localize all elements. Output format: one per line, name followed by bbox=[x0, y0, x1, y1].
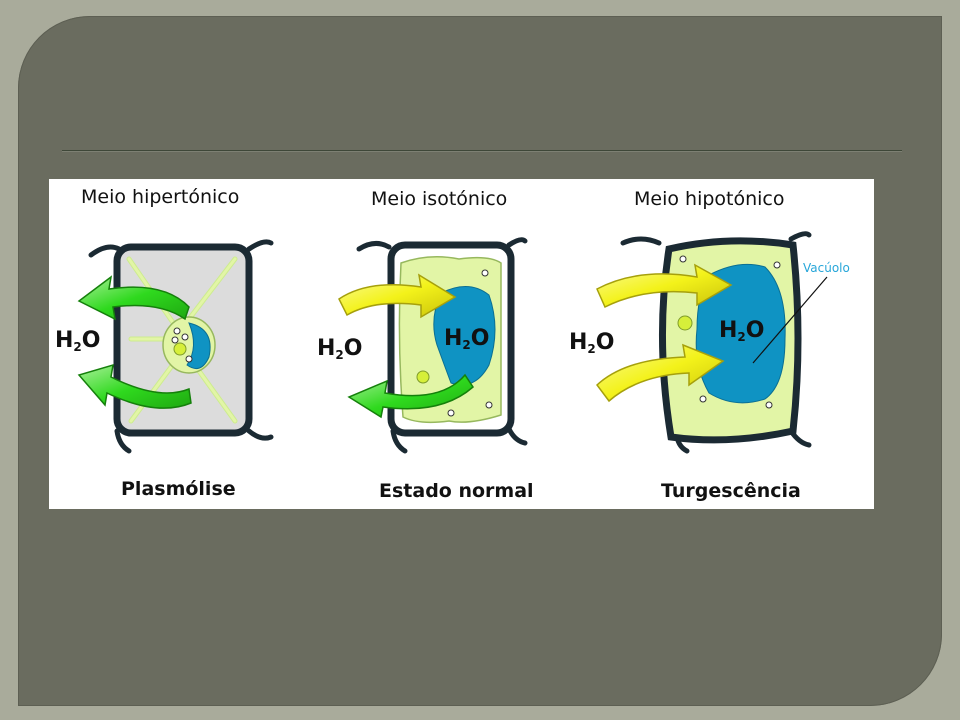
arrow-in bbox=[338, 273, 457, 319]
wall-stub bbox=[506, 426, 528, 446]
organelle bbox=[773, 261, 781, 269]
wall-stub bbox=[88, 244, 122, 258]
osmosis-diagram-svg: Meio hipertónico H2O Plasmólise Meio iso… bbox=[55, 186, 850, 502]
protoplast bbox=[126, 256, 238, 424]
vacuole bbox=[433, 286, 496, 386]
wall-stub bbox=[114, 428, 132, 454]
osmosis-diagram: Meio hipertónico H2O Plasmólise Meio iso… bbox=[49, 179, 874, 509]
organelle bbox=[485, 401, 493, 409]
water-label-outside-hypo: H2O bbox=[569, 330, 614, 356]
water-label-outside-hyper: H2O bbox=[55, 328, 100, 354]
water-label-outside-iso: H2O bbox=[317, 336, 362, 362]
wall-stub bbox=[506, 237, 528, 248]
nucleus bbox=[416, 370, 430, 384]
wall-stub bbox=[246, 428, 274, 441]
arrow-out-bottom bbox=[77, 363, 192, 409]
vacuole bbox=[695, 263, 786, 404]
wall-stub bbox=[356, 241, 392, 252]
state-plasmolysis: Plasmólise bbox=[121, 478, 236, 500]
organelle bbox=[699, 395, 707, 403]
wall-stub bbox=[788, 231, 812, 242]
arrow-in-bottom bbox=[595, 343, 725, 403]
vacuole-pointer bbox=[752, 276, 828, 364]
arrow-in-top bbox=[596, 263, 733, 309]
water-label-inside-iso: H2O bbox=[444, 326, 489, 352]
wall-stub bbox=[390, 428, 408, 454]
arrow-out bbox=[347, 373, 474, 419]
state-turgescence: Turgescência bbox=[661, 480, 801, 502]
organelle bbox=[481, 269, 489, 277]
water-label-inside-hypo: H2O bbox=[719, 318, 764, 344]
organelle bbox=[765, 401, 773, 409]
arrow-out-top bbox=[77, 275, 190, 321]
organelle bbox=[447, 409, 455, 417]
title-divider bbox=[62, 150, 902, 151]
state-normal: Estado normal bbox=[379, 480, 534, 502]
organelle bbox=[679, 255, 687, 263]
wall-stub bbox=[620, 236, 662, 246]
vacuole-label: Vacúolo bbox=[803, 261, 850, 275]
title-hypotonic: Meio hipotónico bbox=[634, 188, 785, 210]
title-isotonic: Meio isotónico bbox=[371, 188, 507, 210]
panel-isotonic: Meio isotónico H2O H2O Estado normal bbox=[317, 188, 534, 502]
title-hypertonic: Meio hipertónico bbox=[81, 186, 239, 208]
panel-hypertonic: Meio hipertónico H2O Plasmólise bbox=[55, 186, 274, 500]
wall-stub bbox=[246, 239, 274, 252]
panel-hypotonic: Meio hipotónico H2O Vacúolo H2O Turgescê… bbox=[569, 188, 850, 502]
nucleus bbox=[677, 315, 693, 331]
